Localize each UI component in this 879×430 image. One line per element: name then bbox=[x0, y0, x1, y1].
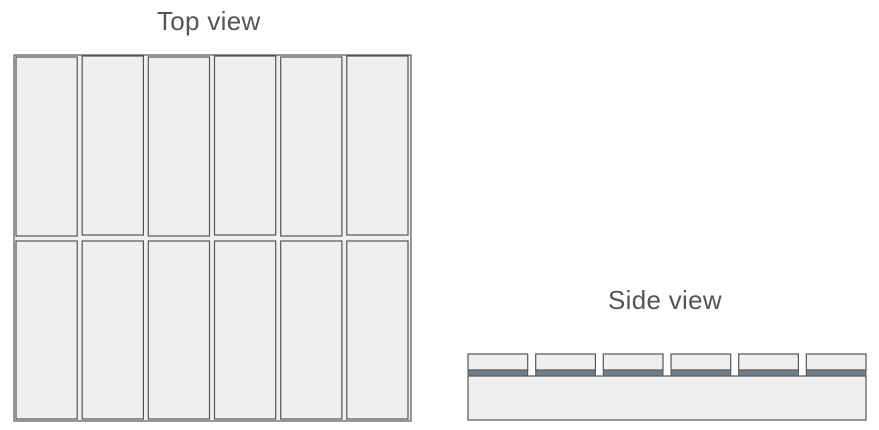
side-view-segment bbox=[738, 353, 800, 371]
top-view-cell bbox=[346, 240, 409, 420]
top-view-cell bbox=[147, 240, 211, 420]
side-view-layer bbox=[467, 369, 529, 377]
top-view-cell bbox=[147, 56, 211, 237]
top-view-title: Top view bbox=[157, 6, 261, 36]
top-view-frame bbox=[13, 54, 412, 422]
top-view-diagram bbox=[13, 54, 412, 422]
side-view-layer bbox=[670, 369, 732, 377]
top-view-cell bbox=[81, 55, 144, 236]
side-view-substrate bbox=[467, 375, 867, 421]
side-view-title: Side view bbox=[608, 285, 722, 315]
side-view-segment bbox=[805, 353, 867, 371]
side-view-segment bbox=[467, 353, 529, 371]
top-view-cell bbox=[213, 55, 277, 236]
side-view-layer bbox=[738, 369, 799, 377]
side-view-diagram bbox=[467, 353, 867, 421]
side-view-segment bbox=[670, 353, 732, 371]
side-view-segment bbox=[602, 353, 664, 371]
top-view-cell bbox=[81, 240, 144, 420]
side-view-layer bbox=[535, 369, 596, 377]
side-view-segment bbox=[535, 353, 597, 371]
side-view-layer bbox=[805, 369, 867, 377]
top-view-cell bbox=[346, 55, 409, 236]
top-view-cell bbox=[15, 56, 78, 237]
side-view-layer bbox=[602, 369, 664, 377]
top-view-cell bbox=[280, 240, 343, 420]
top-view-cell bbox=[280, 56, 343, 237]
top-view-cell bbox=[213, 240, 277, 420]
top-view-cell bbox=[15, 240, 78, 420]
